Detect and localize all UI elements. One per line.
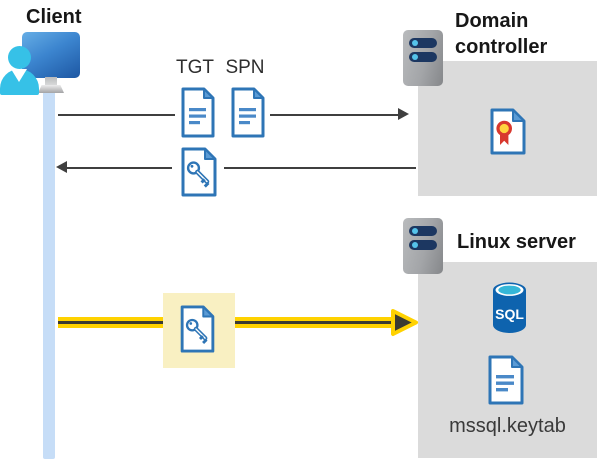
server-drive-bay (409, 240, 437, 250)
server-drive-bay (409, 38, 437, 48)
monitor-stand-base (38, 85, 64, 93)
monitor-stand-neck (45, 77, 57, 86)
server-drive-bay (409, 226, 437, 236)
client-timeline-bar (43, 91, 55, 459)
certificate-icon (490, 108, 526, 155)
reply-arrowhead-icon (56, 161, 67, 173)
key-document-icon (180, 305, 215, 353)
service-ticket-arrowhead-icon (391, 309, 418, 336)
server-led (412, 228, 418, 234)
server-led (412, 54, 418, 60)
keytab-document-icon (488, 355, 524, 405)
server-drive-bay (409, 52, 437, 62)
server-led (412, 242, 418, 248)
reply-arrow-line (66, 167, 172, 169)
user-head (8, 46, 31, 69)
keytab-filename: mssql.keytab (449, 415, 566, 437)
user-collar (11, 69, 27, 82)
server-icon (403, 218, 443, 274)
server-led (412, 40, 418, 46)
server-icon (403, 30, 443, 86)
key-document-icon (181, 147, 217, 197)
linux-server-label: Linux server (457, 231, 576, 253)
spn-document-icon (231, 87, 265, 138)
monitor-screen (22, 32, 80, 78)
tgt-label: TGT (176, 57, 214, 78)
reply-arrow-line (224, 167, 416, 169)
domain-controller-label: Domain controller (455, 10, 548, 58)
tgt-document-icon (181, 87, 215, 138)
request-arrowhead-icon (398, 108, 409, 120)
request-arrow-line (58, 114, 175, 116)
client-label: Client (26, 6, 82, 28)
sql-database-icon: SQL (493, 282, 526, 333)
request-arrow-line (270, 114, 398, 116)
sql-badge-text: SQL (495, 306, 524, 322)
spn-label: SPN (225, 57, 265, 78)
